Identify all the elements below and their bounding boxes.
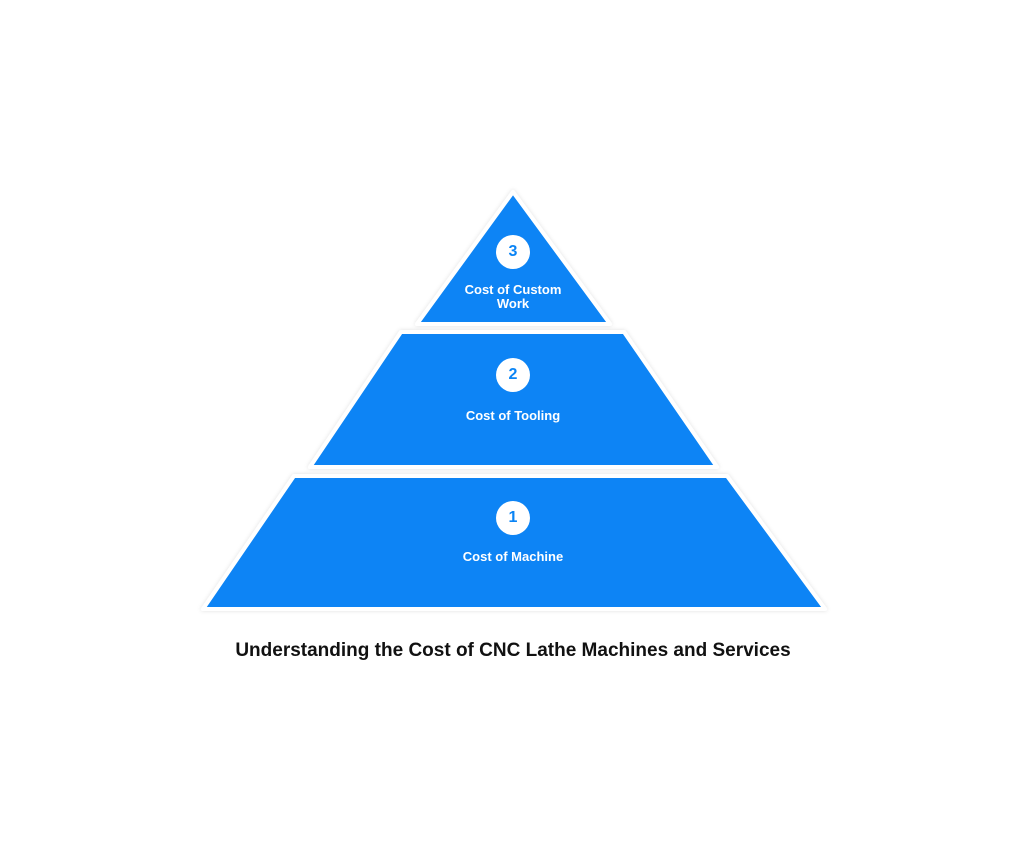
tier-3-number-badge: 3	[496, 235, 530, 269]
tier-1-number-badge: 1	[496, 501, 530, 535]
pyramid-tier-2	[308, 330, 719, 469]
tier-1-label: Cost of Machine	[462, 549, 564, 564]
diagram-title: Understanding the Cost of CNC Lathe Mach…	[235, 640, 791, 661]
tier-3-label: Cost of Custom Work	[464, 282, 562, 311]
tier-2-label: Cost of Tooling	[465, 408, 561, 423]
tier-2-number-badge: 2	[496, 358, 530, 392]
pyramid-tier-1	[201, 474, 827, 611]
